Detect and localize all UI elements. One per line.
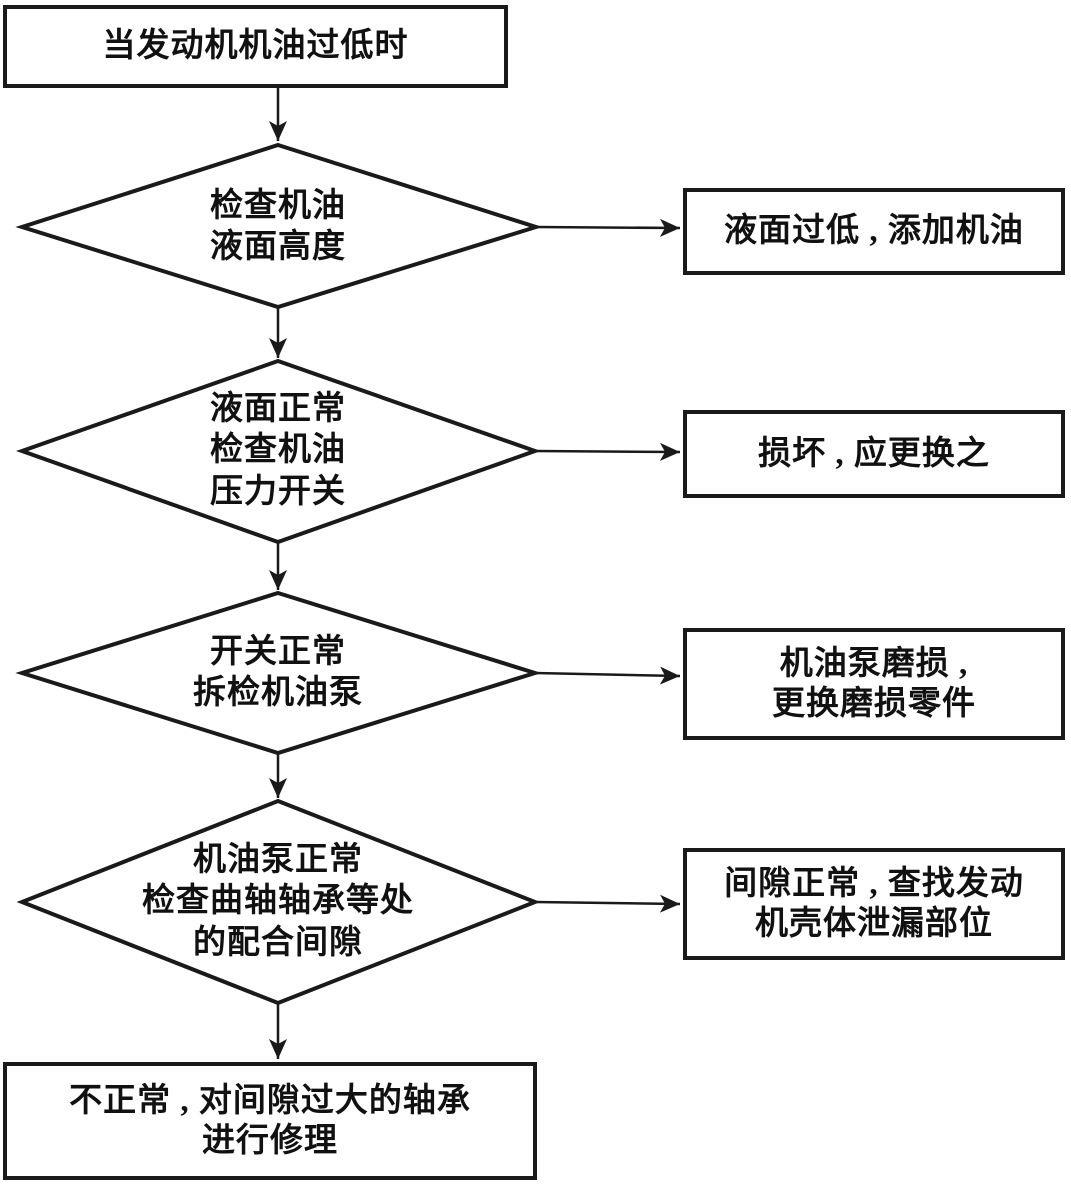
decision-label-3: 开关正常 拆检机油泵 — [193, 633, 363, 711]
arrow-decision4-to-outcome4 — [534, 894, 681, 913]
arrow-decision3-to-outcome3 — [534, 666, 681, 685]
arrow-decision1-to-outcome1 — [535, 218, 681, 237]
decision-label-4: 机油泵正常 检查曲轴轴承等处 的配合间隙 — [142, 842, 414, 961]
decision-label-1: 检查机油 液面高度 — [210, 187, 346, 265]
outcome-node-2: 损坏 , 应更换之 — [683, 410, 1065, 498]
start-node: 当发动机机油过低时 — [3, 5, 508, 88]
decision-diamond-3 — [15, 590, 542, 756]
outcome-node-3: 机油泵磨损 , 更换磨损零件 — [683, 628, 1065, 740]
decision-diamond-2 — [15, 358, 542, 545]
end-node: 不正常 , 对间隙过大的轴承 进行修理 — [3, 1062, 537, 1180]
decision-diamond-4 — [16, 798, 541, 1006]
outcome-node-4: 间隙正常 , 查找发动 机壳体泄漏部位 — [683, 848, 1065, 960]
outcome-node-1: 液面过低 , 添加机油 — [683, 188, 1065, 275]
arrow-decision2-to-outcome2 — [534, 442, 681, 461]
decision-diamond-1 — [15, 142, 543, 310]
decision-label-2: 液面正常 检查机油 压力开关 — [210, 391, 346, 510]
